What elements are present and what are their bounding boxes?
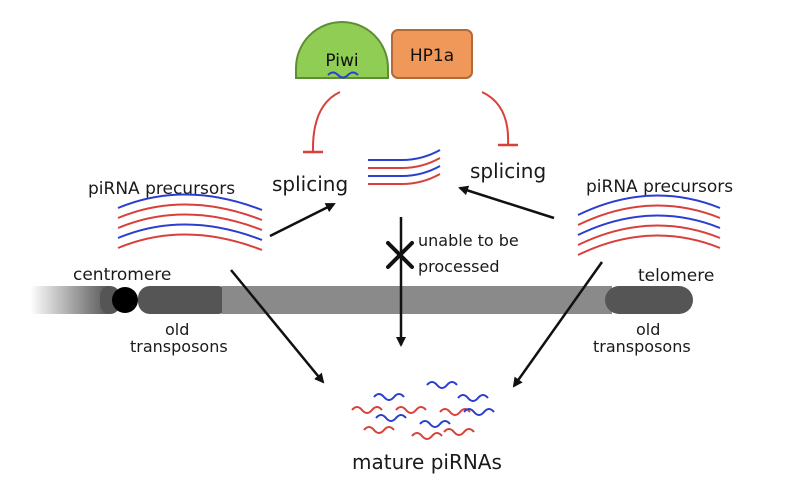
centromere-label: centromere [73, 265, 171, 285]
bound-rna-icon [327, 71, 359, 79]
centromere-dot [112, 287, 138, 313]
hp1a-label: HP1a [410, 46, 454, 66]
arrow-mature-right [512, 261, 604, 388]
chromosome-body [222, 286, 612, 314]
old-transposons-right-line1: old [636, 320, 660, 339]
hp1a-protein: HP1a [391, 29, 473, 79]
chromosome-telomere-region [605, 286, 693, 314]
precursor-bundle-left [117, 193, 263, 251]
old-transposons-left-line2: transposons [130, 337, 228, 356]
precursors-label-right: piRNA precursors [586, 177, 733, 197]
old-transposons-right-line2: transposons [593, 337, 691, 356]
unable-label-line1: unable to be [418, 231, 519, 250]
precursor-bundle-right [577, 194, 721, 256]
piwi-shape [295, 21, 389, 79]
piwi-label: Piwi [325, 51, 358, 71]
splicing-label-left: splicing [272, 172, 348, 196]
arrow-splicing-right [458, 185, 555, 220]
blocked-x-icon [386, 241, 414, 269]
chromosome-pericentric-region [138, 286, 230, 314]
arrow-splicing-left [269, 202, 336, 238]
piwi-protein: Piwi [295, 21, 389, 79]
mature-pirna-cluster [351, 381, 495, 440]
inhibition-line-right [481, 91, 510, 146]
chromosome-fade [30, 286, 110, 314]
hp1a-shape [391, 29, 473, 79]
unable-label-line2: processed [418, 257, 499, 276]
chromosome [30, 286, 693, 314]
arrow-mature-left [230, 269, 325, 384]
splicing-label-right: splicing [470, 159, 546, 183]
old-transposons-left-line1: old [165, 320, 189, 339]
inhibition-line-left [311, 91, 341, 153]
spliced-rnas [368, 149, 441, 185]
mature-pirnas-label: mature piRNAs [352, 450, 502, 474]
telomere-label: telomere [638, 266, 714, 286]
